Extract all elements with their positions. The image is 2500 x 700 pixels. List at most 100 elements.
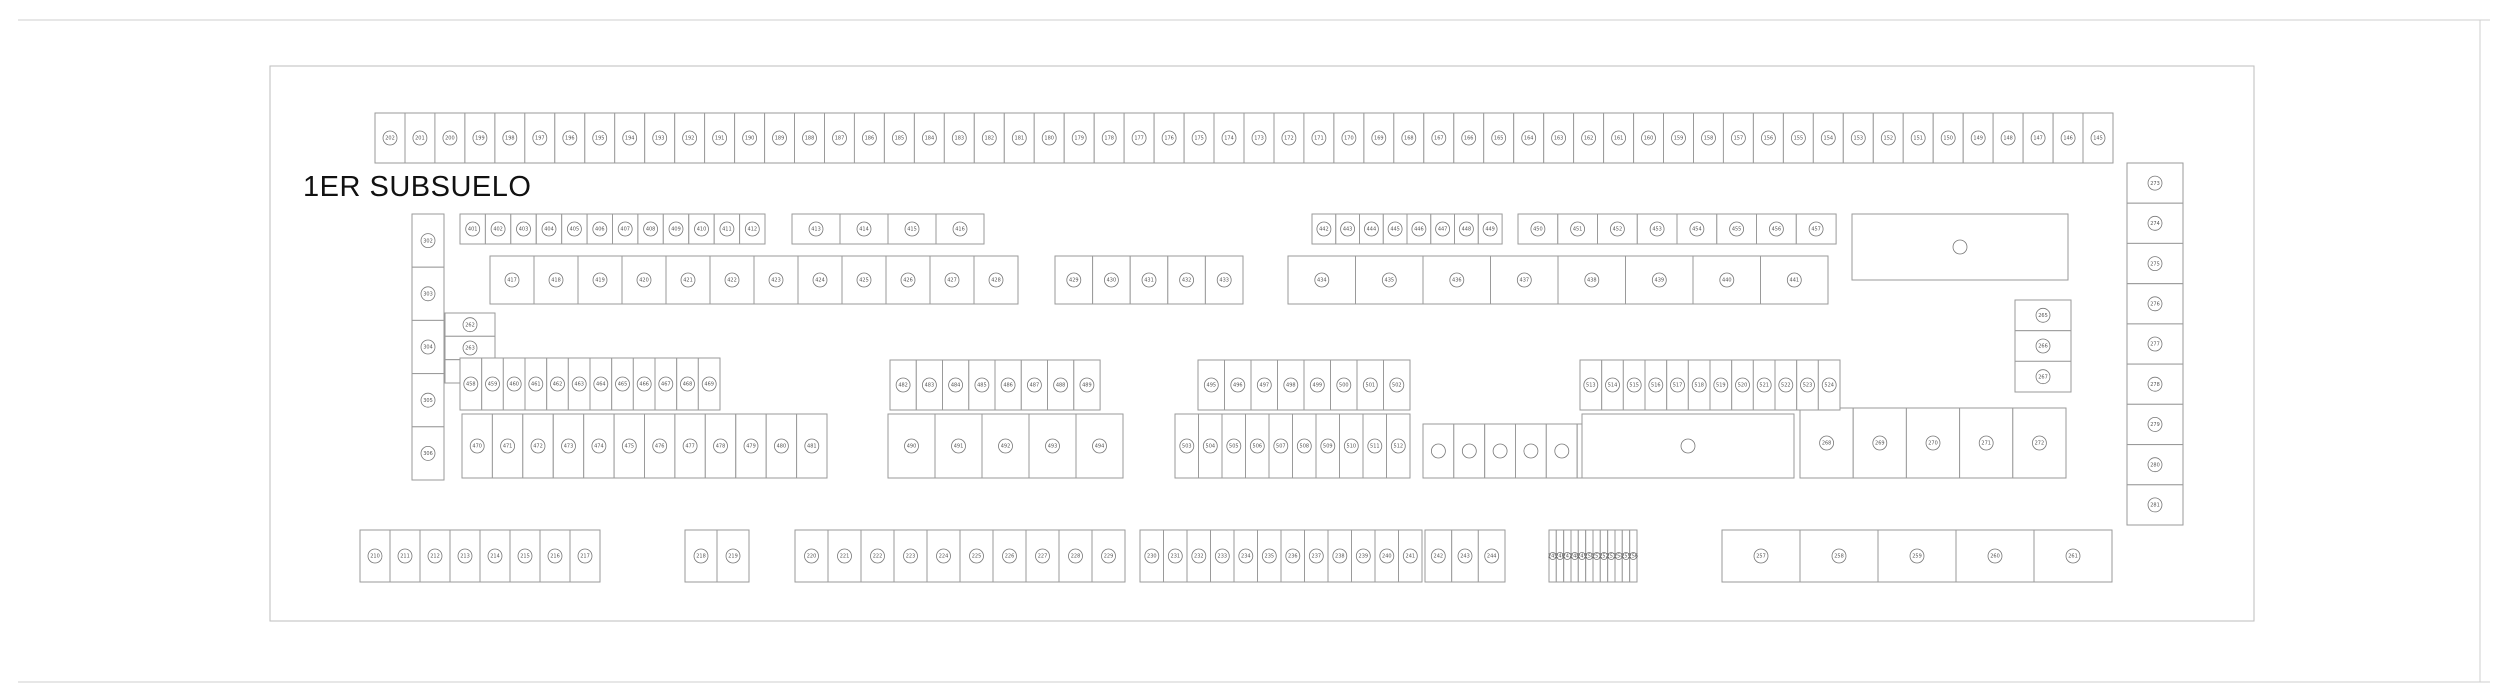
parking-space[interactable]: 459: [481, 357, 504, 411]
parking-space[interactable]: 219: [716, 529, 750, 583]
parking-space[interactable]: 409: [662, 213, 690, 245]
parking-space[interactable]: 277: [2126, 323, 2184, 365]
parking-space[interactable]: 306: [411, 426, 445, 481]
parking-space[interactable]: 502: [1383, 359, 1411, 411]
parking-space[interactable]: 482: [889, 359, 917, 411]
parking-space[interactable]: 239: [1351, 529, 1376, 583]
parking-space[interactable]: 281: [2126, 484, 2184, 526]
parking-space[interactable]: 493: [1028, 413, 1077, 479]
parking-space[interactable]: 515: [1622, 359, 1646, 411]
parking-space[interactable]: 184: [913, 112, 945, 164]
parking-space[interactable]: 234: [1233, 529, 1258, 583]
parking-space[interactable]: 440: [1692, 255, 1761, 305]
parking-space[interactable]: 505: [1221, 413, 1246, 479]
parking-space[interactable]: 243: [1451, 529, 1479, 583]
parking-space[interactable]: 483: [915, 359, 944, 411]
parking-space[interactable]: 480: [765, 413, 798, 479]
parking-space[interactable]: 477: [674, 413, 706, 479]
parking-space[interactable]: 175: [1183, 112, 1215, 164]
parking-space[interactable]: 432: [1167, 255, 1206, 305]
parking-space[interactable]: 188: [794, 112, 825, 164]
parking-space[interactable]: 491: [934, 413, 983, 479]
parking-space[interactable]: 240: [1374, 529, 1399, 583]
parking-space[interactable]: 173: [1243, 112, 1275, 164]
parking-space[interactable]: 517: [1666, 359, 1689, 411]
parking-space[interactable]: 478: [704, 413, 737, 479]
parking-space[interactable]: 414: [839, 213, 889, 245]
parking-space[interactable]: 202: [374, 112, 406, 164]
parking-space[interactable]: 275: [2126, 242, 2184, 285]
parking-space[interactable]: 195: [584, 112, 616, 164]
parking-space[interactable]: 172: [1273, 112, 1305, 164]
parking-space[interactable]: 196: [554, 112, 586, 164]
parking-space[interactable]: 422: [709, 255, 755, 305]
parking-space[interactable]: 423: [753, 255, 799, 305]
parking-space[interactable]: 185: [883, 112, 915, 164]
parking-space[interactable]: 266: [2014, 330, 2072, 362]
parking-space[interactable]: 468: [676, 357, 699, 411]
parking-space[interactable]: 407: [612, 213, 639, 245]
parking-space[interactable]: 425: [841, 255, 887, 305]
parking-space[interactable]: 462: [546, 357, 569, 411]
parking-space[interactable]: 278: [2126, 363, 2184, 405]
parking-space[interactable]: 467: [654, 357, 678, 411]
parking-space[interactable]: 193: [644, 112, 676, 164]
parking-space[interactable]: [1484, 423, 1516, 479]
parking-space[interactable]: 241: [1398, 529, 1423, 583]
parking-space[interactable]: 213: [449, 529, 481, 583]
parking-space[interactable]: 165: [1483, 112, 1515, 164]
parking-space[interactable]: 520: [1731, 359, 1754, 411]
parking-space[interactable]: 464: [589, 357, 613, 411]
parking-space[interactable]: 476: [644, 413, 676, 479]
parking-space[interactable]: 156: [1752, 112, 1784, 164]
parking-space[interactable]: 218: [684, 529, 718, 583]
parking-space[interactable]: 200: [434, 112, 466, 164]
parking-space[interactable]: 408: [637, 213, 664, 245]
parking-space[interactable]: 518: [1687, 359, 1711, 411]
parking-space[interactable]: 256: [1629, 529, 1639, 583]
parking-space[interactable]: 463: [567, 357, 591, 411]
parking-space[interactable]: 521: [1752, 359, 1776, 411]
parking-space[interactable]: 508: [1292, 413, 1317, 479]
parking-space[interactable]: 405: [561, 213, 588, 245]
parking-space[interactable]: 304: [411, 319, 445, 375]
parking-space[interactable]: 497: [1250, 359, 1278, 411]
parking-space[interactable]: 155: [1782, 112, 1814, 164]
parking-space[interactable]: 498: [1277, 359, 1305, 411]
parking-space[interactable]: 522: [1774, 359, 1798, 411]
parking-space[interactable]: 270: [1905, 407, 1961, 479]
parking-space[interactable]: 154: [1812, 112, 1844, 164]
parking-space[interactable]: 231: [1163, 529, 1188, 583]
parking-space[interactable]: 254: [1614, 529, 1624, 583]
parking-space[interactable]: 452: [1597, 213, 1638, 245]
parking-space[interactable]: 433: [1204, 255, 1244, 305]
parking-space[interactable]: 159: [1663, 112, 1694, 164]
parking-space[interactable]: 223: [893, 529, 928, 583]
parking-space[interactable]: 268: [1799, 407, 1854, 479]
parking-space[interactable]: 442: [1311, 213, 1337, 245]
parking-space[interactable]: 199: [464, 112, 496, 164]
parking-space[interactable]: 486: [994, 359, 1022, 411]
parking-space[interactable]: 162: [1573, 112, 1605, 164]
parking-space[interactable]: 513: [1579, 359, 1603, 411]
parking-space[interactable]: 166: [1453, 112, 1485, 164]
parking-space[interactable]: 461: [524, 357, 548, 411]
parking-space[interactable]: 242: [1424, 529, 1453, 583]
parking-space[interactable]: 516: [1644, 359, 1668, 411]
parking-space[interactable]: 181: [1003, 112, 1035, 164]
parking-space[interactable]: 302: [411, 213, 445, 268]
parking-space[interactable]: 450: [1517, 213, 1559, 245]
parking-space[interactable]: 222: [860, 529, 895, 583]
parking-space[interactable]: 215: [509, 529, 541, 583]
parking-space[interactable]: 453: [1636, 213, 1678, 245]
parking-space[interactable]: 494: [1075, 413, 1124, 479]
parking-space[interactable]: 269: [1852, 407, 1907, 479]
parking-space[interactable]: 274: [2126, 202, 2184, 244]
parking-space[interactable]: 434: [1287, 255, 1356, 305]
parking-space[interactable]: 451: [1557, 213, 1599, 245]
parking-space[interactable]: 221: [827, 529, 862, 583]
parking-space[interactable]: 214: [479, 529, 511, 583]
parking-space[interactable]: 182: [973, 112, 1005, 164]
parking-space[interactable]: 229: [1091, 529, 1126, 583]
parking-space[interactable]: 438: [1557, 255, 1626, 305]
